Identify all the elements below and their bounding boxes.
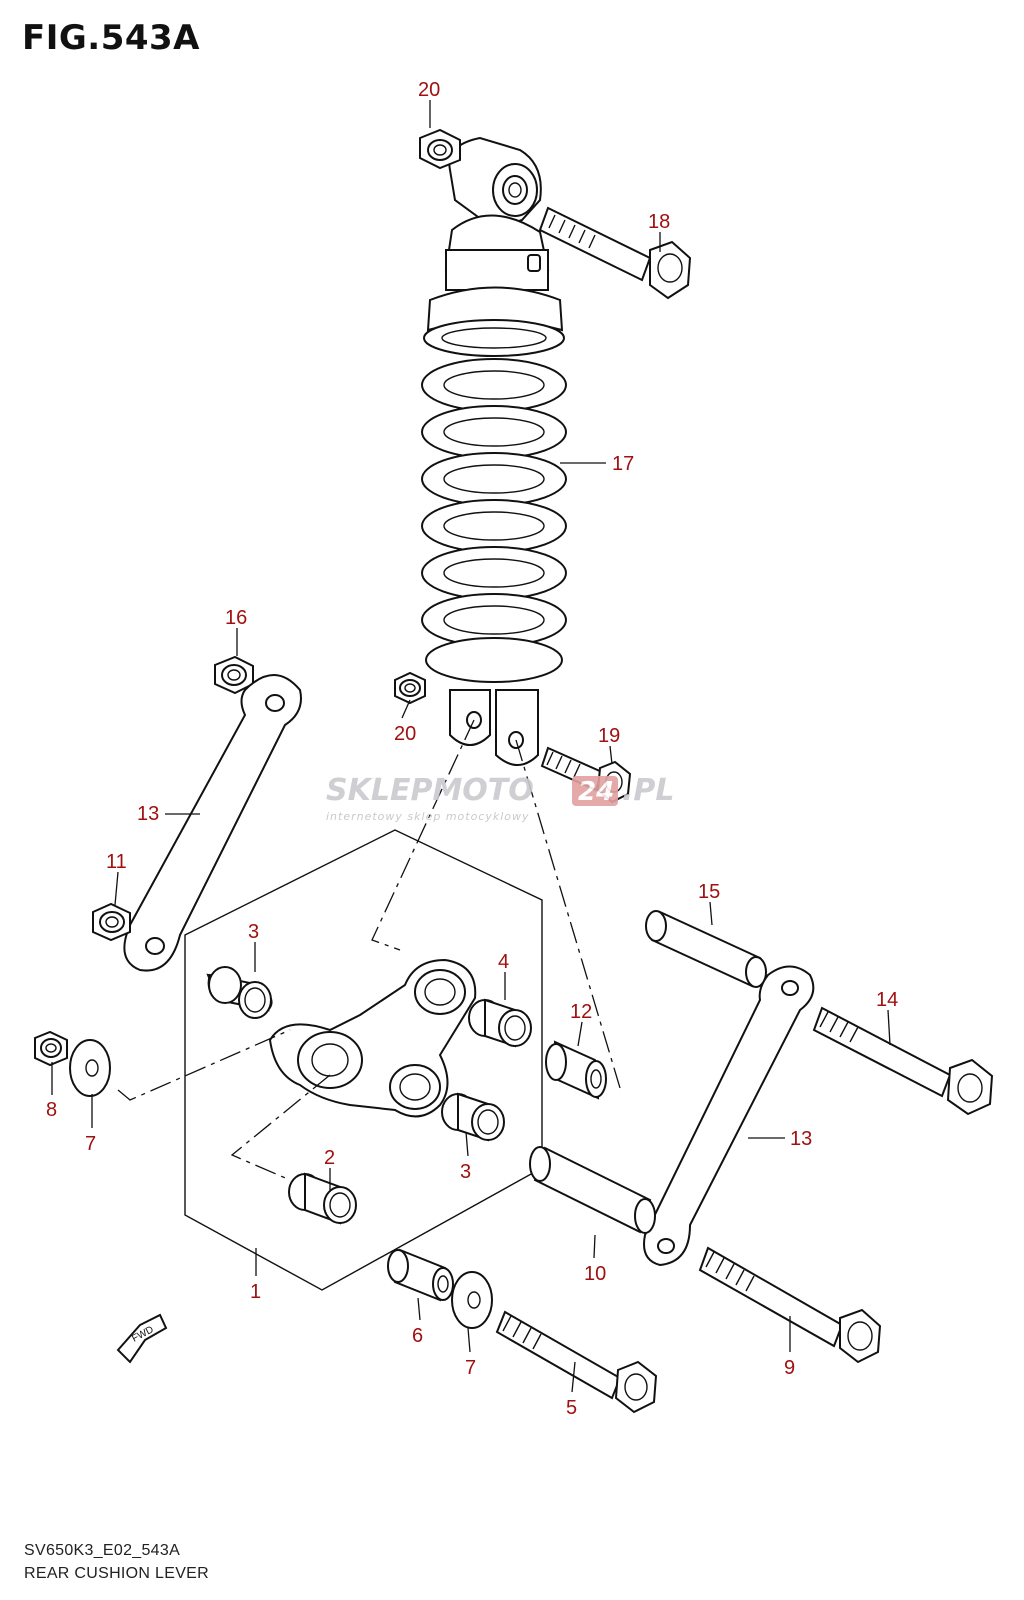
callout-9[interactable]: 9	[784, 1357, 795, 1379]
forward-direction-marker: FWD	[116, 1313, 168, 1364]
callout-19[interactable]: 19	[598, 725, 620, 747]
callout-20-lower[interactable]: 20	[394, 723, 416, 745]
callout-5[interactable]: 5	[566, 1397, 577, 1419]
rear-shock-absorber[interactable]	[421, 136, 567, 766]
callout-6[interactable]: 6	[412, 1325, 423, 1347]
callout-15[interactable]: 15	[698, 881, 720, 903]
nut-20-lower[interactable]	[394, 671, 426, 705]
washer-7-right[interactable]	[451, 1271, 493, 1329]
callout-17[interactable]: 17	[612, 453, 634, 475]
callout-1[interactable]: 1	[250, 1281, 261, 1303]
bolt-9[interactable]	[698, 1246, 882, 1364]
figure-code: SV650K3_E02_543A	[24, 1542, 181, 1559]
callout-14[interactable]: 14	[876, 989, 898, 1011]
leader-lines	[51, 100, 891, 1393]
callout-4[interactable]: 4	[498, 951, 509, 973]
callout-3-lower[interactable]: 3	[460, 1161, 471, 1183]
callout-7-left[interactable]: 7	[85, 1133, 96, 1155]
sleeve-10[interactable]	[529, 1146, 656, 1234]
cushion-lever-1[interactable]	[268, 958, 477, 1118]
callout-7-right[interactable]: 7	[465, 1357, 476, 1379]
watermark-badge-shape	[572, 776, 618, 806]
watermark-badge: 24	[578, 777, 614, 807]
watermark-tagline: internetowy sklep motocyklowy	[326, 810, 530, 823]
guide-line-lever-bearing	[230, 1074, 331, 1181]
callout-11[interactable]: 11	[106, 851, 127, 873]
watermark-brand: SKLEPMOTO	[326, 773, 534, 808]
nut-20-top[interactable]	[419, 128, 461, 170]
bearing-4[interactable]	[468, 998, 532, 1048]
callout-numbers: 20 18 17 16 20 19 13 11 3 4 12 15 14 13 …	[46, 79, 898, 1419]
callout-12[interactable]: 12	[570, 1001, 592, 1023]
callout-2[interactable]: 2	[324, 1147, 335, 1169]
nut-8[interactable]	[34, 1030, 68, 1067]
watermark: SKLEPMOTO 24 .PL internetowy sklep motoc…	[326, 773, 675, 823]
guide-line-shock-spacer	[515, 739, 621, 1089]
figure-title: FIG.543A	[22, 18, 200, 58]
watermark-domain: .PL	[622, 773, 675, 808]
bearing-3-upper[interactable]	[206, 966, 273, 1019]
cushion-rod-13-right[interactable]	[643, 965, 815, 1267]
callout-10[interactable]: 10	[584, 1263, 606, 1285]
bolt-18[interactable]	[538, 206, 692, 300]
bolt-5[interactable]	[495, 1310, 658, 1414]
spacer-6[interactable]	[387, 1248, 454, 1302]
nut-11[interactable]	[92, 902, 131, 942]
callout-20-top[interactable]: 20	[418, 79, 440, 101]
callout-13-left[interactable]: 13	[137, 803, 159, 825]
callout-13-right[interactable]: 13	[790, 1128, 812, 1150]
guide-line-shock-lever	[371, 719, 475, 951]
spacer-12[interactable]	[545, 1040, 607, 1100]
callout-8[interactable]: 8	[46, 1099, 57, 1121]
bearing-3-lower[interactable]	[441, 1092, 505, 1142]
bolt-14[interactable]	[812, 1006, 994, 1116]
callout-3-upper[interactable]: 3	[248, 921, 259, 943]
bearing-2[interactable]	[288, 1172, 357, 1225]
cushion-rod-13-left[interactable]	[123, 674, 302, 972]
callout-16[interactable]: 16	[225, 607, 247, 629]
guide-line-washer-lever	[117, 1029, 291, 1101]
callout-18[interactable]: 18	[648, 211, 670, 233]
nut-16[interactable]	[214, 655, 254, 695]
figure-caption: REAR CUSHION LEVER	[24, 1565, 209, 1582]
sleeve-15[interactable]	[645, 910, 767, 988]
washer-7-left[interactable]	[69, 1039, 111, 1097]
